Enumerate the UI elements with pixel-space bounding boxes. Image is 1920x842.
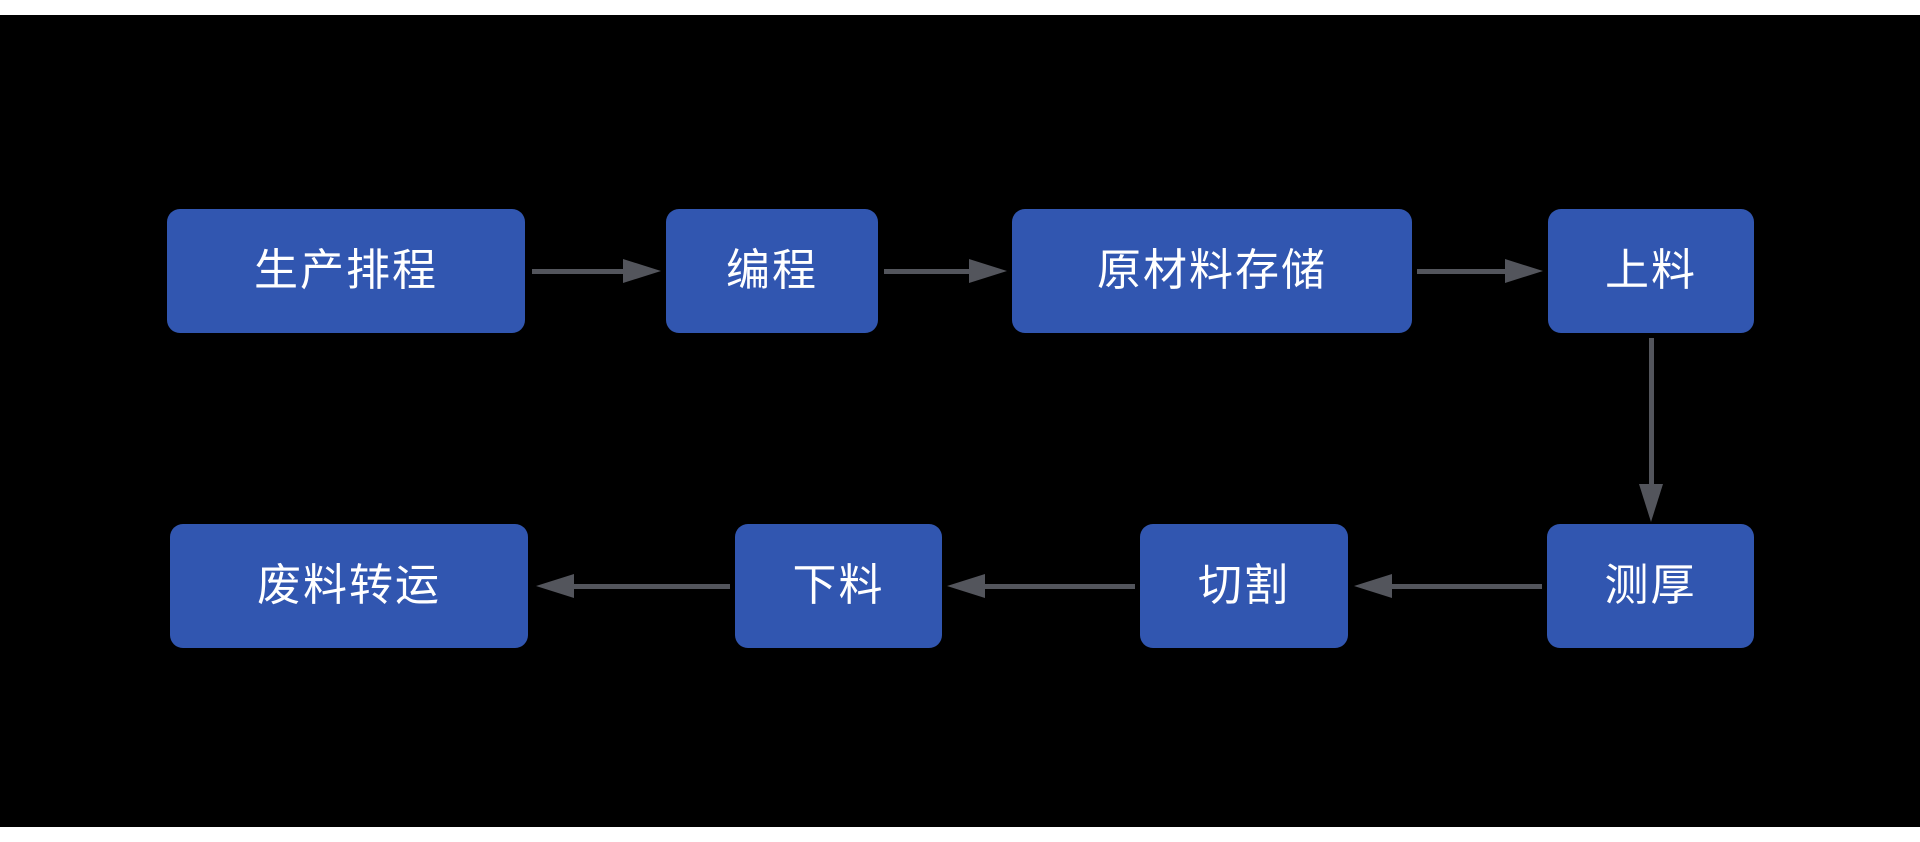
node-label-programming: 编程 bbox=[726, 246, 818, 295]
top-white-strip bbox=[0, 0, 1920, 15]
arrow-cutting-to-unloading bbox=[947, 574, 1135, 598]
arrow-shaft bbox=[532, 268, 623, 274]
arrow-programming-to-storage bbox=[884, 259, 1007, 283]
flow-node-programming: 编程 bbox=[666, 209, 878, 333]
node-label-loading: 上料 bbox=[1605, 246, 1697, 295]
flow-node-loading: 上料 bbox=[1548, 209, 1754, 333]
flow-node-raw-material-storage: 原材料存储 bbox=[1012, 209, 1412, 333]
node-label-thickness-measuring: 测厚 bbox=[1604, 561, 1697, 610]
arrow-shaft bbox=[884, 268, 969, 274]
node-label-unloading: 下料 bbox=[792, 561, 885, 610]
arrow-scheduling-to-programming bbox=[532, 259, 661, 283]
arrow-shaft bbox=[985, 583, 1135, 589]
arrow-loading-to-thickness bbox=[1639, 338, 1663, 522]
arrow-shaft bbox=[1392, 583, 1542, 589]
arrow-shaft bbox=[574, 583, 730, 589]
arrow-head-left-icon bbox=[1354, 574, 1392, 598]
flow-node-unloading: 下料 bbox=[735, 524, 942, 648]
bottom-white-strip bbox=[0, 827, 1920, 842]
arrow-head-down-icon bbox=[1639, 484, 1663, 522]
arrow-head-right-icon bbox=[623, 259, 661, 283]
arrow-head-right-icon bbox=[969, 259, 1007, 283]
node-label-production-scheduling: 生产排程 bbox=[254, 246, 438, 295]
flow-node-scrap-transfer: 废料转运 bbox=[170, 524, 528, 648]
arrow-shaft bbox=[1648, 338, 1654, 484]
arrow-storage-to-loading bbox=[1417, 259, 1543, 283]
arrow-head-right-icon bbox=[1505, 259, 1543, 283]
flow-node-cutting: 切割 bbox=[1140, 524, 1348, 648]
node-label-raw-material-storage: 原材料存储 bbox=[1097, 246, 1327, 295]
flow-node-production-scheduling: 生产排程 bbox=[167, 209, 525, 333]
arrow-head-left-icon bbox=[947, 574, 985, 598]
arrow-thickness-to-cutting bbox=[1354, 574, 1542, 598]
node-label-scrap-transfer: 废料转运 bbox=[257, 561, 441, 610]
arrow-shaft bbox=[1417, 268, 1505, 274]
node-label-cutting: 切割 bbox=[1198, 561, 1290, 610]
arrow-head-left-icon bbox=[536, 574, 574, 598]
flow-node-thickness-measuring: 测厚 bbox=[1547, 524, 1754, 648]
arrow-unloading-to-scrap bbox=[536, 574, 730, 598]
